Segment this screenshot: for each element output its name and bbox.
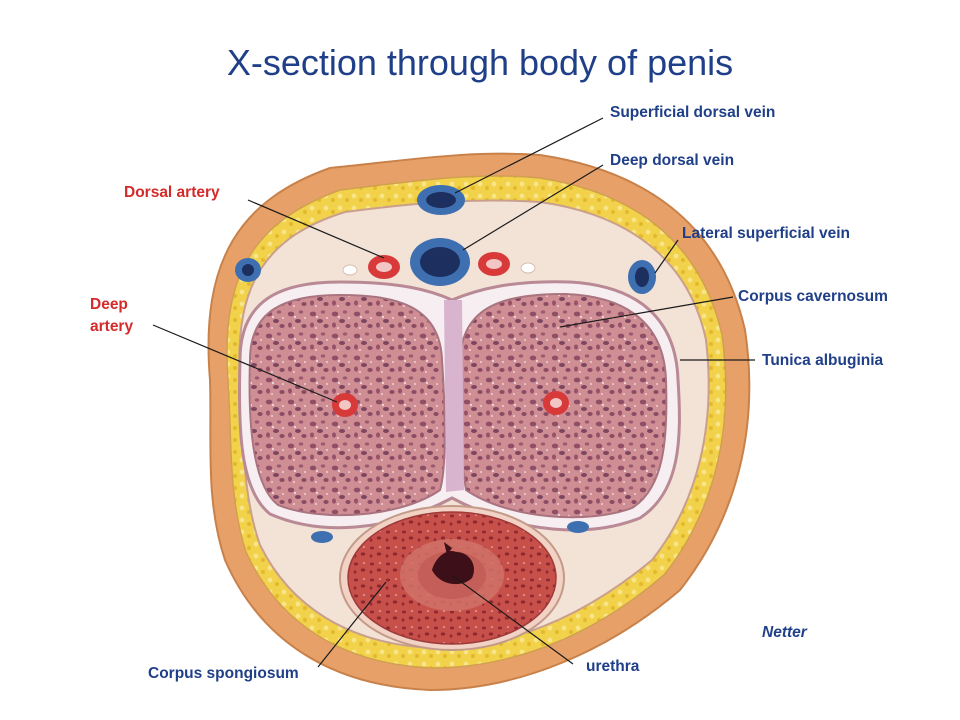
left-dorsal-artery (368, 255, 400, 279)
label-deep-artery-line2: artery (90, 318, 134, 335)
label-deep-dorsal-vein: Deep dorsal vein (610, 152, 735, 169)
label-deep-artery-line1: Deep (90, 296, 128, 313)
label-urethra: urethra (586, 658, 640, 675)
superficial-dorsal-vein (417, 185, 465, 215)
page-title: X-section through body of penis (226, 42, 734, 83)
label-corpus-spongiosum: Corpus spongiosum (148, 665, 299, 682)
right-deep-artery (543, 391, 569, 415)
lateral-superficial-vein (628, 260, 656, 294)
left-lateral-vein (235, 258, 261, 282)
label-tunica-albuginia: Tunica albuginia (762, 352, 884, 369)
label-corpus-cavernosum: Corpus cavernosum (738, 288, 888, 305)
septum (444, 300, 464, 492)
left-deep-artery (332, 393, 358, 417)
urethra-lumen (432, 550, 475, 585)
small-vein (567, 521, 589, 533)
leader-lines (152, 117, 755, 668)
small-vein (311, 531, 333, 543)
label-superficial-dorsal-vein: Superficial dorsal vein (610, 104, 776, 121)
deep-dorsal-vein (410, 238, 470, 286)
right-dorsal-artery (478, 252, 510, 276)
label-dorsal-artery: Dorsal artery (124, 184, 220, 201)
credit-netter: Netter (762, 624, 807, 641)
label-lateral-superficial-vein: Lateral superficial vein (682, 225, 850, 242)
